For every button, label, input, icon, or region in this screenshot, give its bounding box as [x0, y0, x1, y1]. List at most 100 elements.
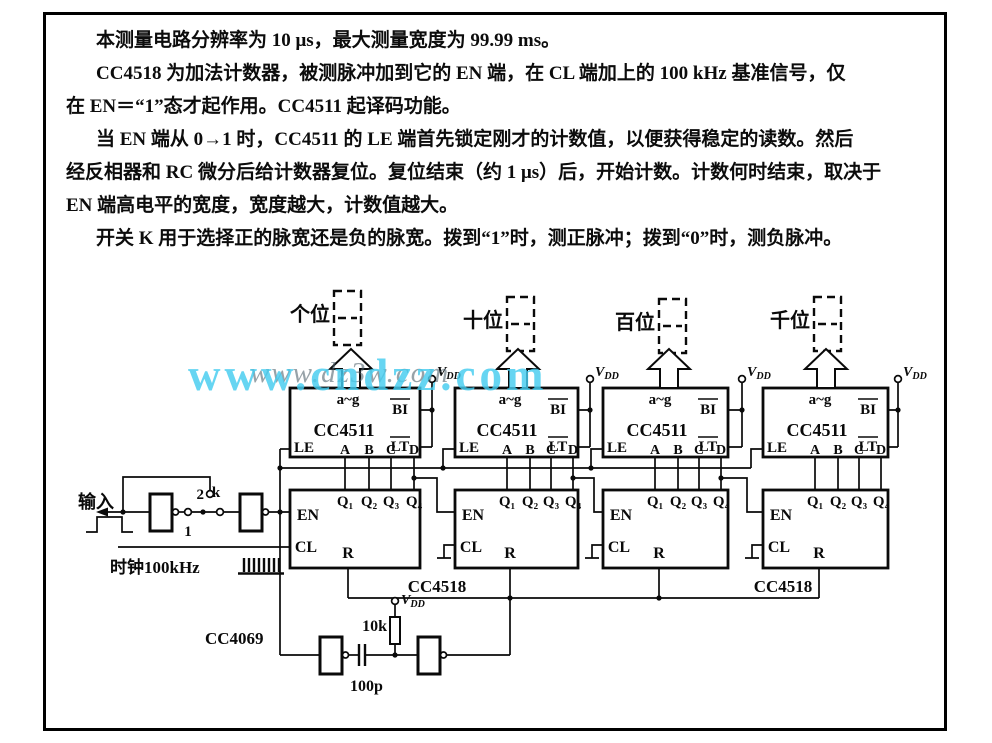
display-label-hundreds: 百位: [615, 310, 655, 334]
counter-chip-3: EN Q₁ Q₂ Q₃ Q₄ CL R: [601, 488, 730, 570]
resistor-value-label: 10k: [362, 618, 387, 635]
bi-pin-label: BI: [392, 402, 408, 418]
cl-pin-label: CL: [768, 539, 790, 556]
lt-pin-label: LT: [859, 439, 878, 455]
q4-pin-label: Q₄: [713, 494, 730, 510]
d-pin-label: D: [876, 443, 886, 458]
clock-label: 时钟100kHz: [110, 557, 200, 577]
d-pin-label: D: [568, 443, 578, 458]
switch-top-terminal-label: 2: [197, 487, 205, 503]
description-paragraphs: 本测量电路分辨率为 10 μs，最大测量宽度为 99.99 ms。 CC4518…: [66, 24, 934, 255]
q3-pin-label: Q₃: [543, 494, 560, 510]
paragraph-line: 在 EN＝“1”态才起作用。CC4511 起译码功能。: [66, 96, 461, 117]
q2-pin-label: Q₂: [361, 494, 378, 510]
en-pin-label: EN: [610, 507, 633, 524]
le-pin-label: LE: [767, 440, 787, 456]
counter-row-label-left: CC4518: [408, 577, 467, 596]
seven-segment-display-hundreds: [657, 297, 688, 355]
page-border: [43, 12, 947, 731]
input-label: 输入: [78, 491, 114, 512]
vdd-terminal-4: [893, 374, 903, 384]
a-pin-label: A: [810, 443, 821, 458]
a-pin-label: A: [502, 443, 513, 458]
decoder-chip-4: a~g BI CC4511 LT LE A B C D: [761, 386, 890, 459]
q2-pin-label: Q₂: [522, 494, 539, 510]
b-pin-label: B: [673, 443, 682, 458]
display-label-tens: 十位: [463, 308, 503, 332]
q4-pin-label: Q₄: [873, 494, 890, 510]
le-pin-label: LE: [294, 440, 314, 456]
lt-pin-label: LT: [549, 439, 568, 455]
q1-pin-label: Q₁: [807, 494, 823, 510]
vdd-terminal-reset: [390, 596, 400, 606]
lt-pin-label: LT: [699, 439, 718, 455]
switch-name-label: k: [212, 485, 221, 501]
paragraph-line: 开关 K 用于选择正的脉宽还是负的脉宽。拨到“1”时，测正脉冲；拨到“0”时，测…: [96, 228, 843, 249]
counter-row-label-right: CC4518: [754, 577, 813, 596]
chip-name: CC4511: [313, 420, 374, 440]
cl-pin-label: CL: [608, 539, 630, 556]
display-label-thousands: 千位: [770, 308, 810, 332]
decoder-chip-1: a~g BI CC4511 LT LE A B C D: [288, 386, 422, 459]
switch-pole-terminal: [215, 507, 225, 517]
junction-dots: [120, 407, 901, 658]
vdd-label-reset: VDD: [401, 593, 425, 610]
input-pulse-waveform-icon: [86, 516, 133, 533]
inverter-3: [318, 635, 350, 676]
input-arrowhead-icon: [96, 507, 108, 517]
b-pin-label: B: [364, 443, 373, 458]
q1-pin-label: Q₁: [499, 494, 515, 510]
b-pin-label: B: [833, 443, 842, 458]
seg-pin-label: a~g: [809, 392, 832, 408]
q3-pin-label: Q₃: [851, 494, 868, 510]
b-pin-label: B: [525, 443, 534, 458]
q1-pin-label: Q₁: [647, 494, 663, 510]
q3-pin-label: Q₃: [691, 494, 708, 510]
r-pin-label: R: [813, 545, 825, 562]
le-pin-label: LE: [459, 440, 479, 456]
inverter-1: [148, 492, 180, 533]
cl-pin-label: CL: [460, 539, 482, 556]
segment-bus-arrow-4: [802, 347, 850, 389]
vdd-label-1: VDD: [437, 365, 461, 382]
segment-bus-arrow-2: [494, 347, 542, 389]
vdd-label-4: VDD: [903, 365, 927, 382]
en-pin-label: EN: [770, 507, 793, 524]
circuit-wires: [86, 382, 899, 656]
lt-pin-label: LT: [391, 439, 410, 455]
seg-pin-label: a~g: [649, 392, 672, 408]
paragraph-line: EN 端高电平的宽度，宽度越大，计数值越大。: [66, 195, 459, 216]
capacitor-value-label: 100p: [350, 678, 383, 695]
cl-pin-label: CL: [295, 539, 317, 556]
bi-pin-label: BI: [860, 402, 876, 418]
chip-name: CC4511: [626, 420, 687, 440]
paragraph-line: CC4518 为加法计数器，被测脉冲加到它的 EN 端，在 CL 端加上的 10…: [96, 63, 846, 84]
q1-pin-label: Q₁: [337, 494, 353, 510]
bi-pin-label: BI: [550, 402, 566, 418]
counter-chip-4: EN Q₁ Q₂ Q₃ Q₄ CL R: [761, 488, 890, 570]
display-label-ones: 个位: [289, 302, 330, 326]
d-pin-label: D: [716, 443, 726, 458]
d-pin-label: D: [409, 443, 419, 458]
inverter-2: [238, 492, 270, 533]
r-pin-label: R: [342, 545, 354, 562]
a-pin-label: A: [650, 443, 661, 458]
seg-pin-label: a~g: [499, 392, 522, 408]
q2-pin-label: Q₂: [670, 494, 687, 510]
clock-pulse-train-icon: [238, 558, 284, 575]
en-pin-label: EN: [297, 507, 320, 524]
resistor-icon: [389, 616, 401, 645]
vdd-label-2: VDD: [595, 365, 619, 382]
paragraph-line: 本测量电路分辨率为 10 μs，最大测量宽度为 99.99 ms。: [96, 30, 561, 51]
vdd-terminal-2: [585, 374, 595, 384]
switch-terminal-1: [183, 507, 193, 517]
vdd-terminal-3: [737, 374, 747, 384]
q4-pin-label: Q₄: [565, 494, 582, 510]
bi-pin-label: BI: [700, 402, 716, 418]
seven-segment-display-tens: [505, 295, 536, 353]
chip-name: CC4511: [786, 420, 847, 440]
r-pin-label: R: [504, 545, 516, 562]
c-pin-label: C: [546, 443, 556, 458]
c-pin-label: C: [694, 443, 704, 458]
